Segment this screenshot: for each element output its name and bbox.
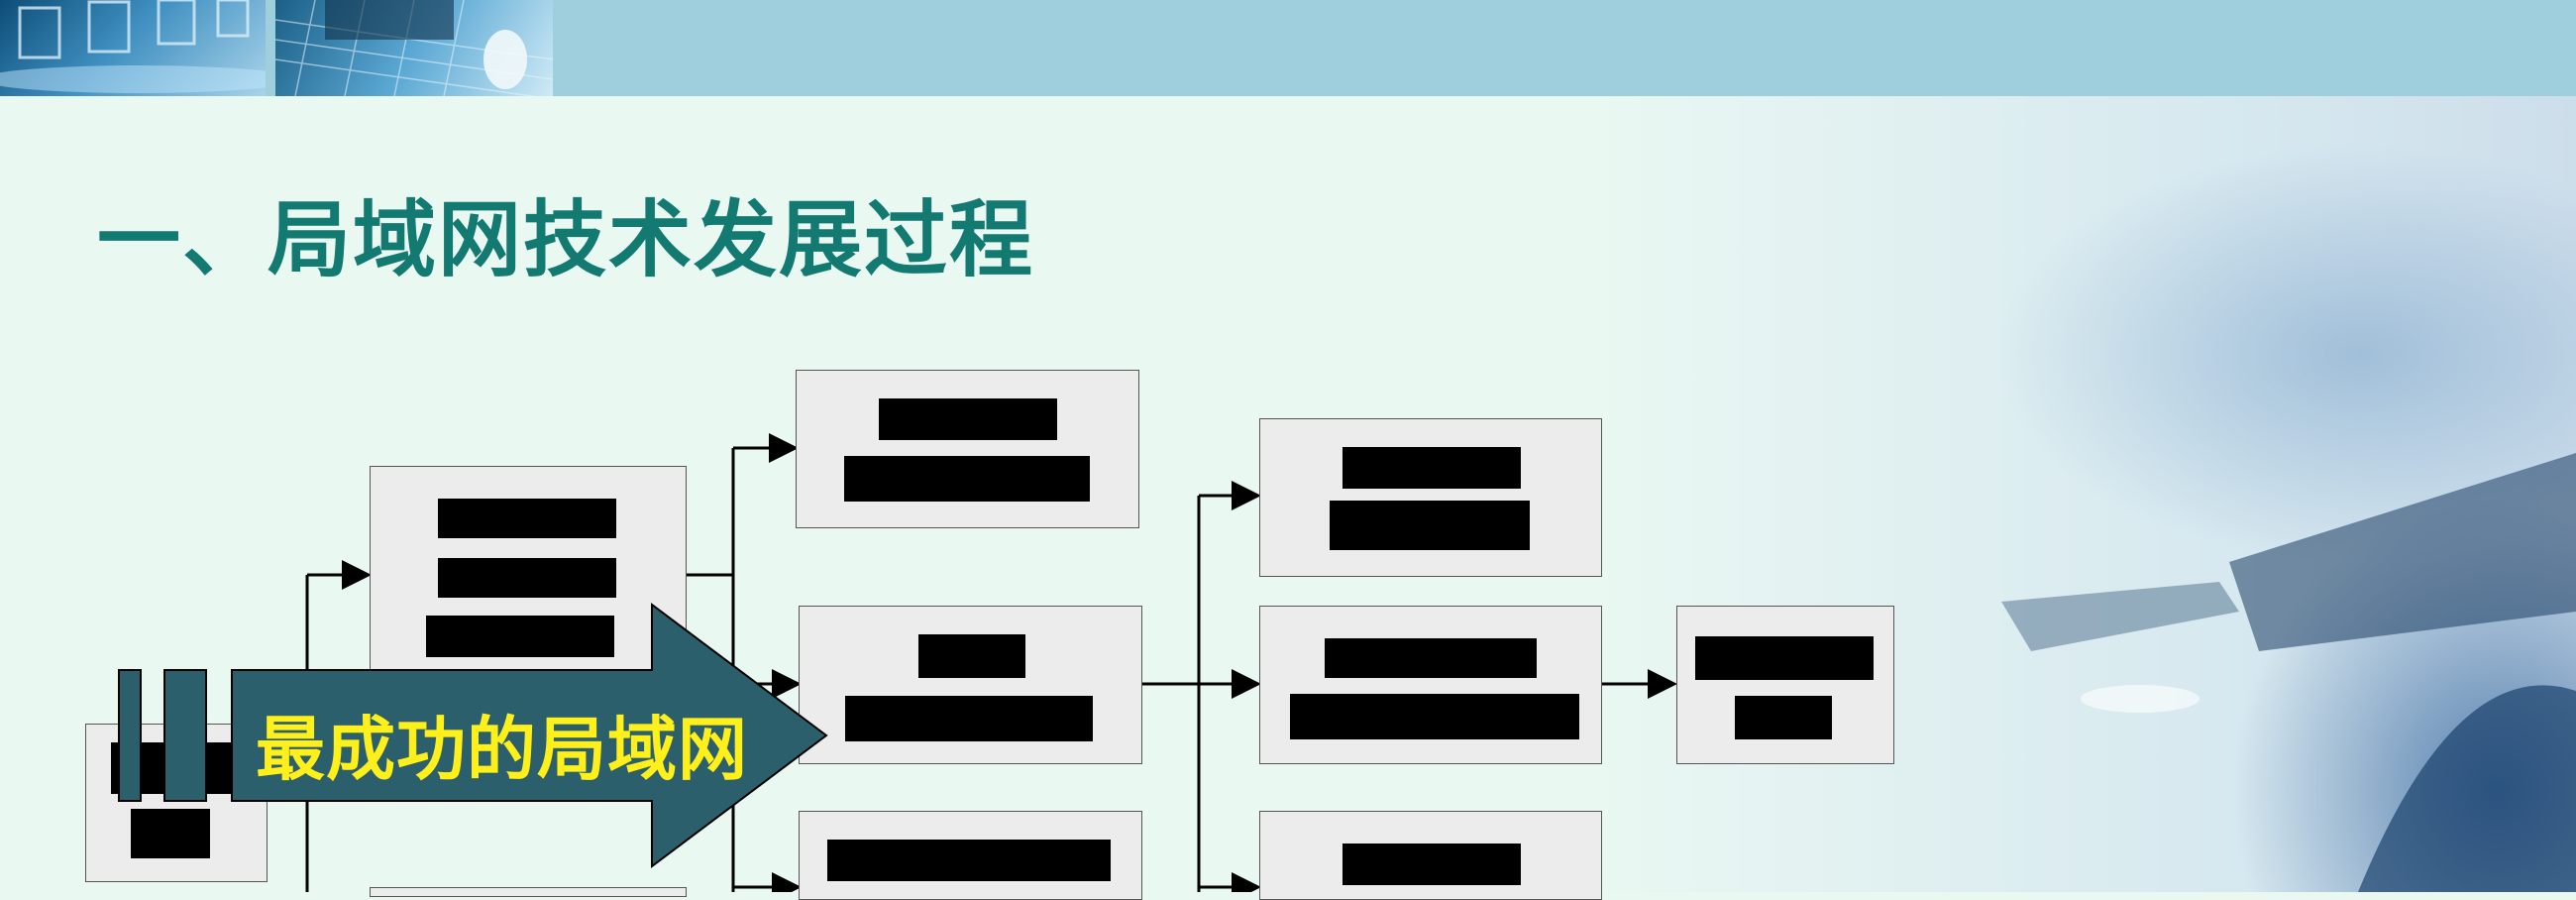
- diagram-node-d1: [1259, 418, 1602, 577]
- redacted-label: [131, 809, 210, 858]
- diagram-node-c1: [796, 370, 1139, 528]
- diagram-node-c3: [799, 811, 1142, 900]
- redacted-label: [1290, 694, 1579, 739]
- diagram-node-d3: [1259, 811, 1602, 900]
- callout-text: 最成功的局域网: [256, 709, 748, 790]
- redacted-label: [827, 840, 1111, 881]
- callout-arrow-shape: [231, 603, 828, 868]
- redacted-label: [845, 696, 1093, 741]
- redacted-label: [1695, 636, 1874, 680]
- redacted-label: [426, 616, 614, 657]
- network-monitors-photo: [0, 0, 266, 96]
- callout-bar-right: [163, 669, 207, 802]
- redacted-label: [1342, 844, 1521, 885]
- diagram-node-b2: [370, 887, 687, 897]
- redacted-label: [438, 499, 616, 538]
- diagram-node-b1: [370, 466, 687, 672]
- redacted-label: [438, 558, 616, 598]
- redacted-label: [1342, 447, 1521, 489]
- laptop-mouse-photo: [275, 0, 553, 96]
- callout-bar-left: [118, 669, 142, 802]
- diagram-node-e1: [1676, 606, 1894, 764]
- diagram-node-c2: [799, 606, 1142, 764]
- redacted-label: [1735, 696, 1832, 739]
- redacted-label: [844, 456, 1090, 502]
- callout-arrow: [118, 603, 828, 868]
- redacted-label: [918, 634, 1025, 678]
- hand-keyboard-background: [1585, 96, 2576, 892]
- diagram-node-d2: [1259, 606, 1602, 764]
- redacted-label: [1330, 501, 1530, 550]
- redacted-label: [879, 398, 1057, 440]
- page-title: 一、局域网技术发展过程: [97, 191, 1035, 288]
- redacted-label: [1325, 638, 1537, 678]
